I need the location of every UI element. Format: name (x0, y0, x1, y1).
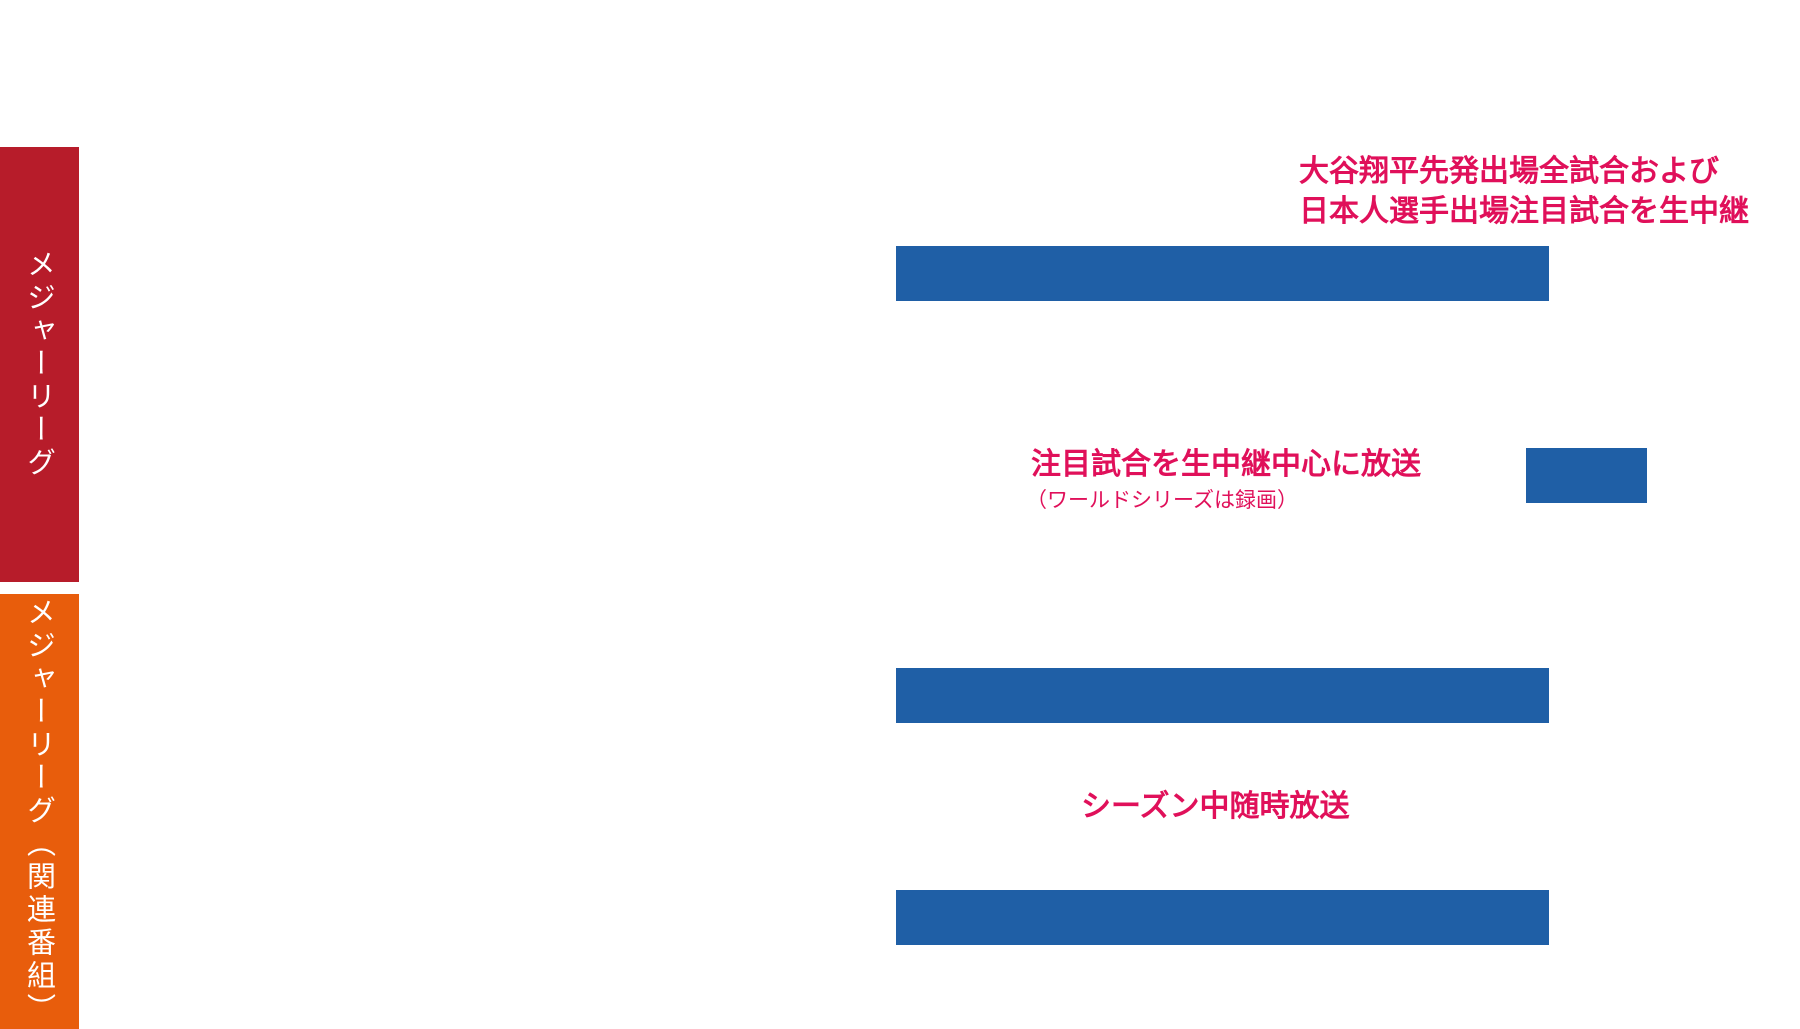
annotation-ohtani-line2: 日本人選手出場注目試合を生中継 (1299, 194, 1749, 229)
category-label-mlb: メジャーリーグ (0, 147, 79, 582)
annotation-ohtani: 大谷翔平先発出場全試合および 日本人選手出場注目試合を生中継 (1299, 152, 1749, 232)
annotation-featured: 注目試合を生中継中心に放送 (1031, 447, 1421, 482)
annotation-featured-sub: （ワールドシリーズは録画） (1026, 488, 1298, 512)
schedule-bar-related-1 (896, 668, 1549, 723)
schedule-bar-related-2 (896, 890, 1549, 945)
category-label-mlb-text: メジャーリーグ (22, 249, 57, 480)
annotation-ohtani-line1: 大谷翔平先発出場全試合および (1299, 154, 1719, 189)
category-label-mlb-related: メジャーリーグ（関連番組） (0, 594, 79, 1029)
schedule-bar-featured (1526, 448, 1647, 503)
category-label-mlb-related-text: メジャーリーグ（関連番組） (22, 597, 57, 1026)
schedule-bar-ohtani (896, 246, 1549, 301)
annotation-season: シーズン中随時放送 (1081, 789, 1350, 824)
